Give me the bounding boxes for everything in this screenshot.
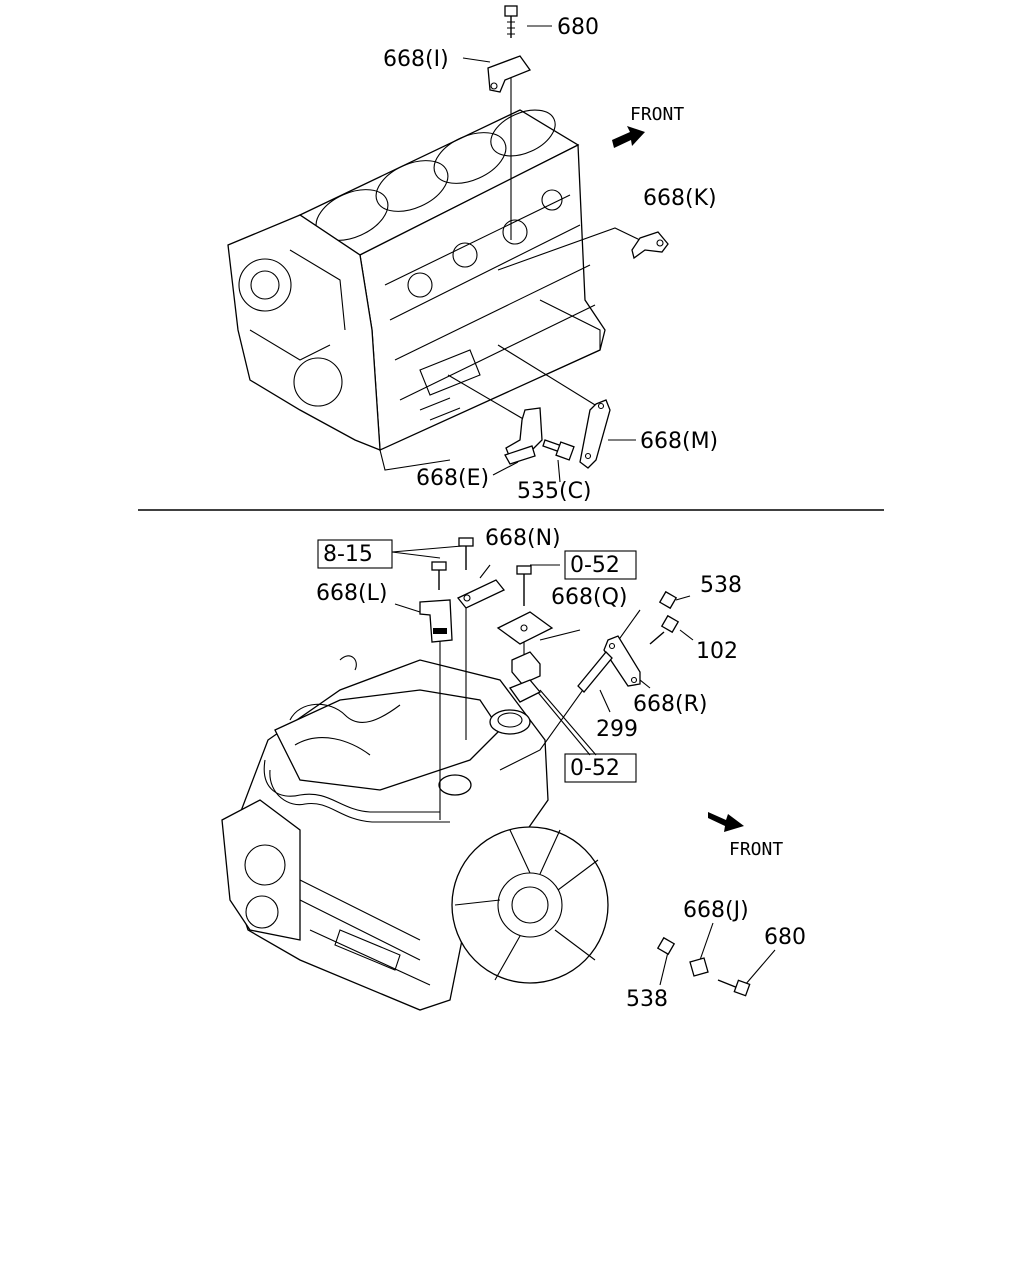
clip-block [508, 651, 542, 703]
label-538-lower: 538 [626, 987, 668, 1012]
label-299: 299 [596, 717, 638, 742]
bolt-0-52-upper [516, 565, 532, 606]
label-668R: 668(R) [633, 692, 707, 717]
ref-box-8-15 [317, 539, 393, 569]
bracket-668M [579, 399, 611, 469]
ref-box-0-52-lower [564, 753, 637, 783]
label-668N: 668(N) [485, 526, 561, 551]
bracket-668E [504, 407, 543, 465]
front-arrow-top [612, 126, 645, 148]
label-front-bottom: FRONT [729, 839, 783, 860]
label-535C: 535(C) [517, 479, 592, 504]
bracket-668N [456, 579, 506, 609]
label-668Q: 668(Q) [551, 585, 627, 610]
engine-assembly-illustration [221, 655, 609, 1011]
bracket-668I [487, 55, 532, 93]
label-668K: 668(K) [643, 186, 717, 211]
nut-538-lower [656, 936, 676, 956]
label-668I: 668(I) [383, 47, 449, 72]
label-8-15: 8-15 [323, 542, 373, 567]
nut-538-upper [658, 590, 678, 610]
front-arrow-bottom [708, 812, 744, 832]
top-leader-lines [447, 25, 641, 483]
label-668L: 668(L) [316, 581, 387, 606]
bolt-680-top [504, 5, 518, 38]
label-102: 102 [696, 639, 738, 664]
label-668E: 668(E) [416, 466, 489, 491]
bolt-8-15-a [431, 561, 447, 590]
label-538-upper: 538 [700, 573, 742, 598]
bolt-102 [649, 614, 680, 645]
bracket-668L [419, 599, 453, 643]
label-0-52-lower: 0-52 [570, 756, 620, 781]
bracket-668J [689, 957, 709, 977]
label-front-top: FRONT [630, 104, 684, 125]
plate-668Q [496, 611, 554, 645]
label-0-52-upper: 0-52 [570, 553, 620, 578]
bolt-8-15-b [458, 537, 474, 570]
label-680-bottom: 680 [764, 925, 806, 950]
bracket-668K [631, 231, 669, 260]
bolt-535C [542, 439, 575, 461]
bracket-668R [603, 635, 641, 687]
bottom-leader-lines [391, 545, 776, 986]
ref-box-0-52-upper [564, 550, 637, 580]
stud-299 [577, 651, 613, 693]
label-668J: 668(J) [683, 898, 749, 923]
label-680-top: 680 [557, 15, 599, 40]
cylinder-block-illustration [227, 109, 606, 471]
bolt-680-bottom [717, 979, 751, 997]
label-668M: 668(M) [640, 429, 718, 454]
